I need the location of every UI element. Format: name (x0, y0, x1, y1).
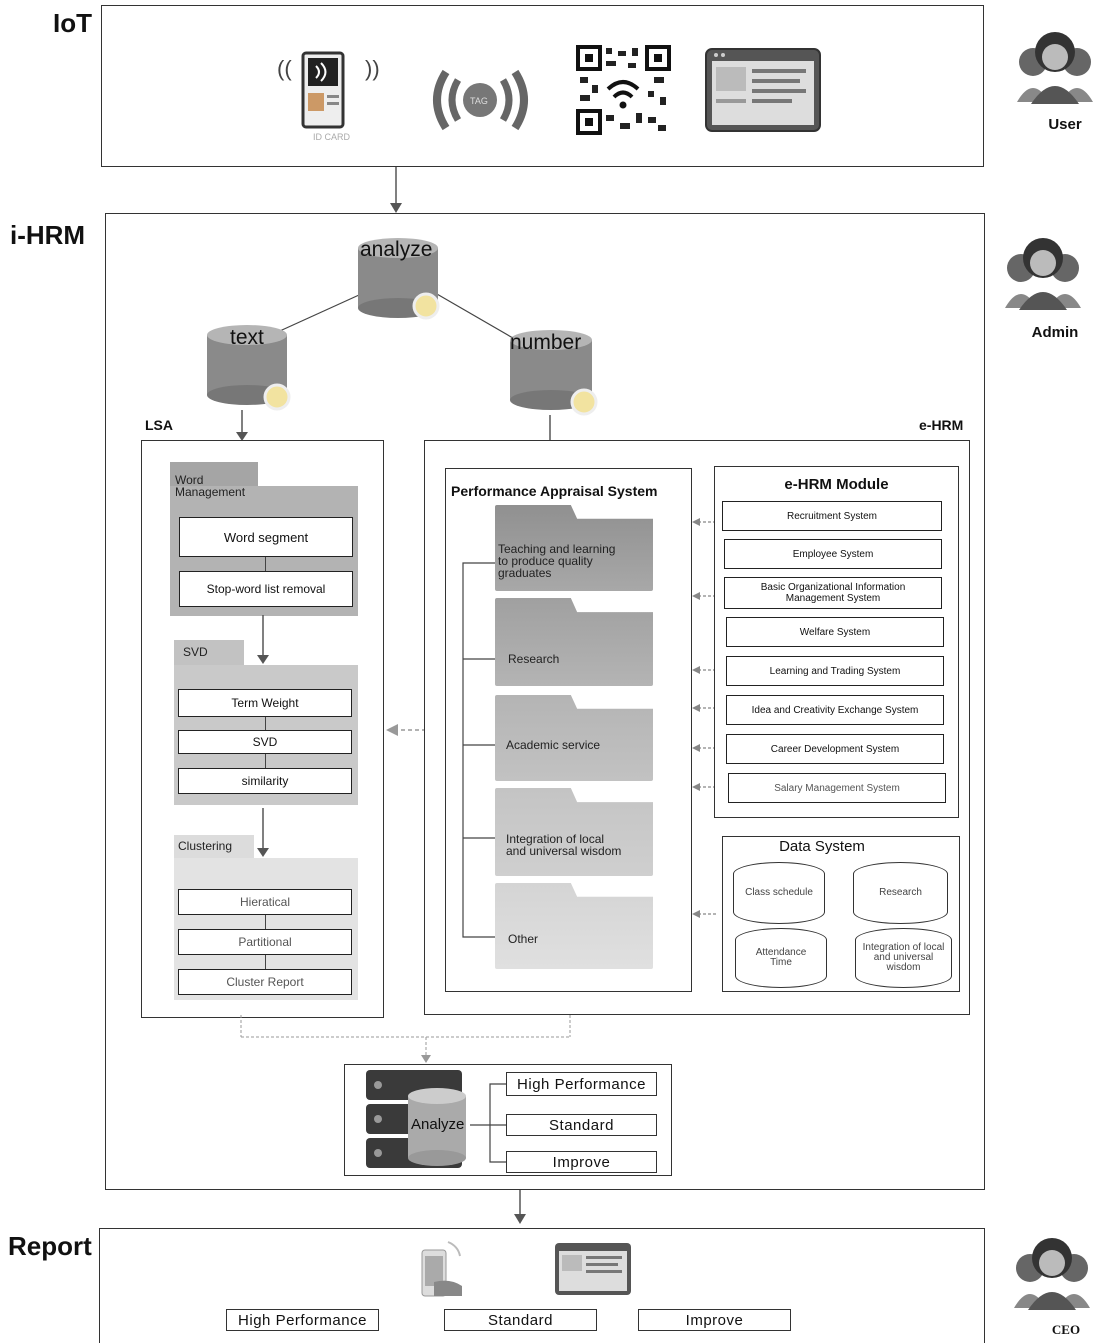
report-browser-icon (554, 1242, 632, 1296)
ehrm-label: e-HRM (919, 417, 964, 433)
svd-box: SVD (178, 730, 352, 754)
lsa-label: LSA (145, 417, 173, 433)
module-arrows (692, 518, 716, 918)
report-result-high: High Performance (226, 1309, 379, 1331)
analyze-label: Analyze (411, 1116, 465, 1133)
pas-folder-other (495, 883, 653, 969)
section-label-iot: IoT (53, 8, 92, 38)
similarity-box: similarity (178, 768, 352, 794)
partitional-box: Partitional (178, 929, 352, 955)
module-salary: Salary Management System (728, 773, 946, 803)
module-career: Career Development System (726, 734, 944, 764)
report-result-improve: Improve (638, 1309, 791, 1331)
pas-folder-teaching (495, 505, 653, 591)
analyze-result-high: High Performance (506, 1072, 657, 1096)
pas-folder-research (495, 598, 653, 686)
connector-line (265, 717, 266, 731)
ehrm-module-title: e-HRM Module (784, 476, 889, 493)
analyze-db-label: analyze (360, 238, 433, 261)
svg-text:ID CARD: ID CARD (313, 132, 351, 142)
connector-line (265, 557, 266, 571)
pas-title: Performance Appraisal System (451, 483, 658, 499)
svg-text:TAG: TAG (470, 96, 488, 106)
hieratical-box: Hieratical (178, 889, 352, 915)
connector-line (265, 754, 266, 768)
svd-title: SVD (183, 645, 208, 659)
role-label-user: User (1048, 116, 1082, 133)
data-cylinder-integration: Integration of local and universal wisdo… (855, 928, 952, 988)
ceo-avatar (1012, 1228, 1092, 1310)
report-result-standard: Standard (444, 1309, 597, 1331)
stop-word-box: Stop-word list removal (179, 571, 353, 607)
pas-item-other: Other (508, 932, 539, 946)
pas-folder-academic (495, 695, 653, 781)
svg-text:)): )) (365, 56, 380, 81)
rfid-tag-icon: TAG (428, 60, 533, 140)
arrow-text-to-lsa (236, 410, 248, 441)
iot-frame (101, 5, 984, 167)
report-mobile-icon (418, 1236, 466, 1300)
module-basic-org: Basic Organizational Information Managem… (724, 577, 942, 609)
user-avatar (1015, 22, 1095, 104)
dashed-merge-lines (240, 1015, 571, 1063)
arrow-wm-to-svd (257, 615, 269, 664)
number-database (508, 330, 603, 422)
arrow-iot-to-ihrm (390, 167, 402, 213)
word-management-title: Word Management (175, 473, 246, 499)
data-cylinder-research: Research (853, 862, 948, 924)
qr-code-icon (576, 45, 671, 135)
module-recruitment: Recruitment System (722, 501, 942, 531)
connector-line (265, 955, 266, 969)
module-learning: Learning and Trading System (726, 656, 944, 686)
pas-item-teaching: Teaching and learning to produce quality… (498, 542, 616, 580)
connector-line (265, 915, 266, 929)
role-label-ceo: CEO (1051, 1322, 1081, 1337)
data-cylinder-class-schedule: Class schedule (733, 862, 825, 924)
arrow-ihrm-to-report (514, 1190, 526, 1224)
analyze-result-improve: Improve (506, 1151, 657, 1173)
svg-text:((: (( (277, 56, 292, 81)
analyze-result-standard: Standard (506, 1114, 657, 1136)
section-label-ihrm: i-HRM (10, 220, 86, 250)
role-label-admin: Admin (1031, 324, 1079, 341)
admin-avatar (1003, 228, 1083, 310)
data-system-title: Data System (779, 838, 865, 855)
section-label-report: Report (8, 1231, 92, 1261)
pas-item-research: Research (508, 652, 560, 666)
data-cylinder-attendance: Attendance Time (735, 928, 827, 988)
text-db-label: text (230, 326, 264, 349)
module-employee: Employee System (724, 539, 942, 569)
clustering-title: Clustering (178, 839, 233, 853)
pas-item-integration: Integration of local and universal wisdo… (506, 832, 622, 858)
text-database (205, 325, 297, 417)
pas-folder-integration (495, 788, 653, 876)
word-segment-box: Word segment (179, 517, 353, 557)
nfc-card-icon: (( )) ID CARD (275, 48, 385, 143)
number-db-label: number (510, 331, 582, 354)
web-browser-icon (704, 47, 822, 133)
analyze-database (356, 238, 448, 330)
pas-item-academic: Academic service (506, 738, 601, 752)
arrow-svd-to-clustering (257, 808, 269, 857)
cluster-report-box: Cluster Report (178, 969, 352, 995)
module-idea: Idea and Creativity Exchange System (726, 695, 944, 725)
module-welfare: Welfare System (726, 617, 944, 647)
analyze-server-icon (366, 1068, 466, 1172)
term-weight-box: Term Weight (178, 689, 352, 717)
analyze-bracket (470, 1083, 506, 1163)
